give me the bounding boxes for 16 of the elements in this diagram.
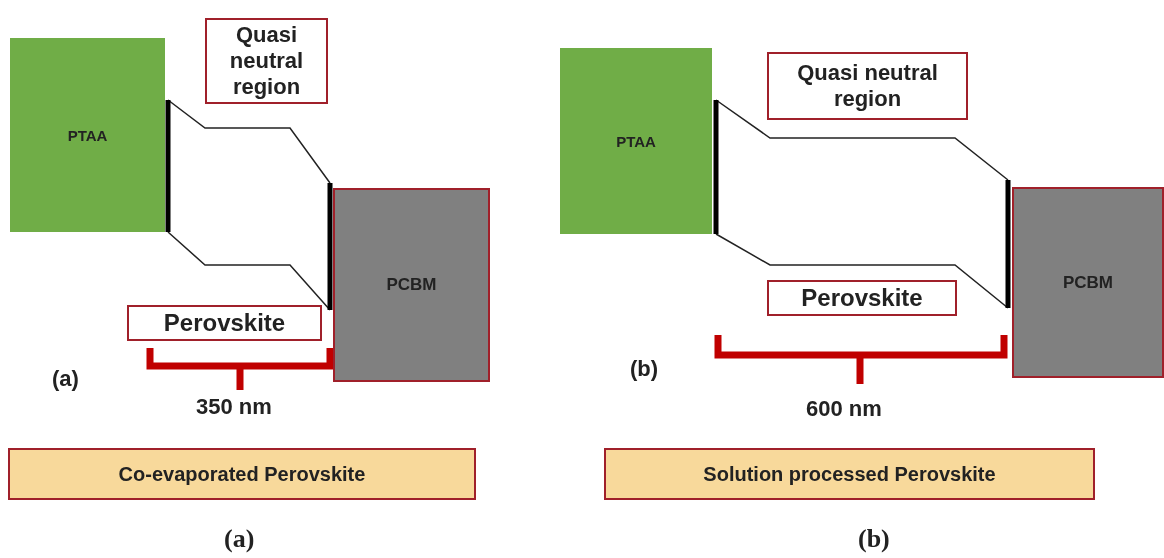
layer-block: PTAA xyxy=(10,38,165,232)
dimension-label: 600 nm xyxy=(806,396,882,422)
layer-label-box: Perovskite xyxy=(767,280,957,316)
figure-label: (b) xyxy=(858,524,890,554)
layer-label-box: Perovskite xyxy=(127,305,322,341)
caption-box: Co-evaporated Perovskite xyxy=(8,448,476,500)
layer-block: PCBM xyxy=(333,188,490,382)
caption-box: Solution processed Perovskite xyxy=(604,448,1095,500)
panel-label: (b) xyxy=(630,356,659,382)
dimension-label: 350 nm xyxy=(196,394,272,420)
panel-label: (a) xyxy=(52,366,79,392)
layer-block: PCBM xyxy=(1012,187,1164,378)
layer-block: PTAA xyxy=(560,48,712,234)
figure-label: (a) xyxy=(224,524,255,554)
region-label-box: Quasi neutral region xyxy=(767,52,968,120)
region-label-box: Quasi neutral region xyxy=(205,18,328,104)
